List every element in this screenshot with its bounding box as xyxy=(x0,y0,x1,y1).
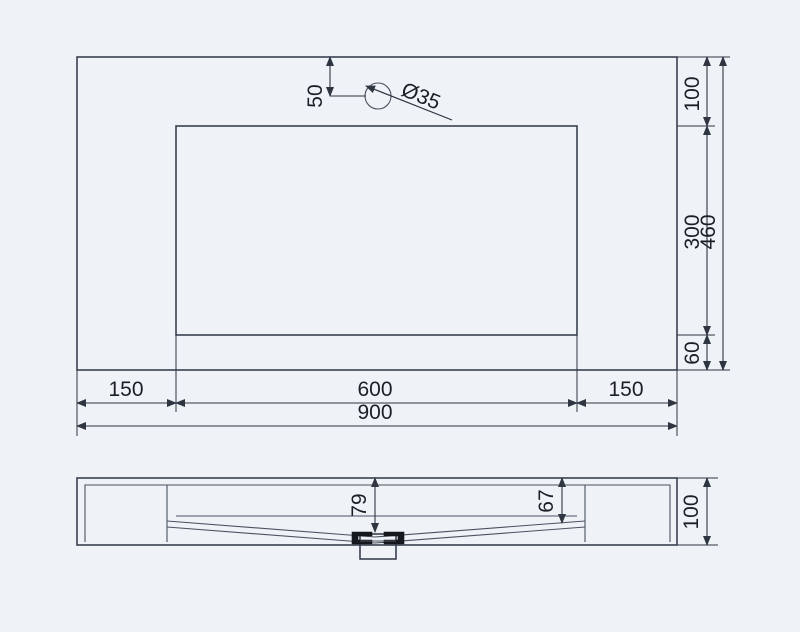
dim-label-460: 460 xyxy=(697,214,720,249)
dim-label-900: 900 xyxy=(357,401,392,424)
dim-label-67: 67 xyxy=(535,489,558,512)
dim-label-d35: Ø35 xyxy=(398,78,443,114)
dim-label-150-left: 150 xyxy=(108,378,143,401)
drain-body xyxy=(359,533,397,560)
section-view xyxy=(76,477,678,560)
dimension-depth-79: 79 xyxy=(348,477,379,533)
dim-label-100-section: 100 xyxy=(680,494,703,529)
dim-label-50: 50 xyxy=(304,84,327,107)
section-left-recess xyxy=(84,484,168,542)
countertop-outline xyxy=(76,56,678,371)
dimension-depth-67: 67 xyxy=(535,477,566,524)
basin-floor-lower xyxy=(166,526,586,544)
section-right-recess xyxy=(584,484,671,542)
drain-flange-left xyxy=(351,531,373,545)
dim-label-100-top: 100 xyxy=(681,76,704,111)
dimension-faucet-diameter: Ø35 xyxy=(365,78,453,121)
plan-view xyxy=(76,56,678,371)
dimension-height-100: 100 xyxy=(677,477,718,546)
basin-cutout-outline xyxy=(175,125,578,336)
dimension-faucet-offset: 50 xyxy=(304,56,366,108)
basin-floor-upper xyxy=(166,520,586,538)
dim-label-600: 600 xyxy=(357,378,392,401)
dim-label-79: 79 xyxy=(348,493,371,516)
dim-label-300: 300 xyxy=(681,214,704,249)
dim-label-150-right: 150 xyxy=(608,378,643,401)
drain-flange-right xyxy=(383,531,405,545)
drain-assembly xyxy=(351,531,405,560)
dim-label-60: 60 xyxy=(681,341,704,364)
dimension-chain-vertical: 100 300 60 460 xyxy=(677,56,730,371)
dimension-chain-horizontal: 150 600 150 900 xyxy=(76,335,678,436)
